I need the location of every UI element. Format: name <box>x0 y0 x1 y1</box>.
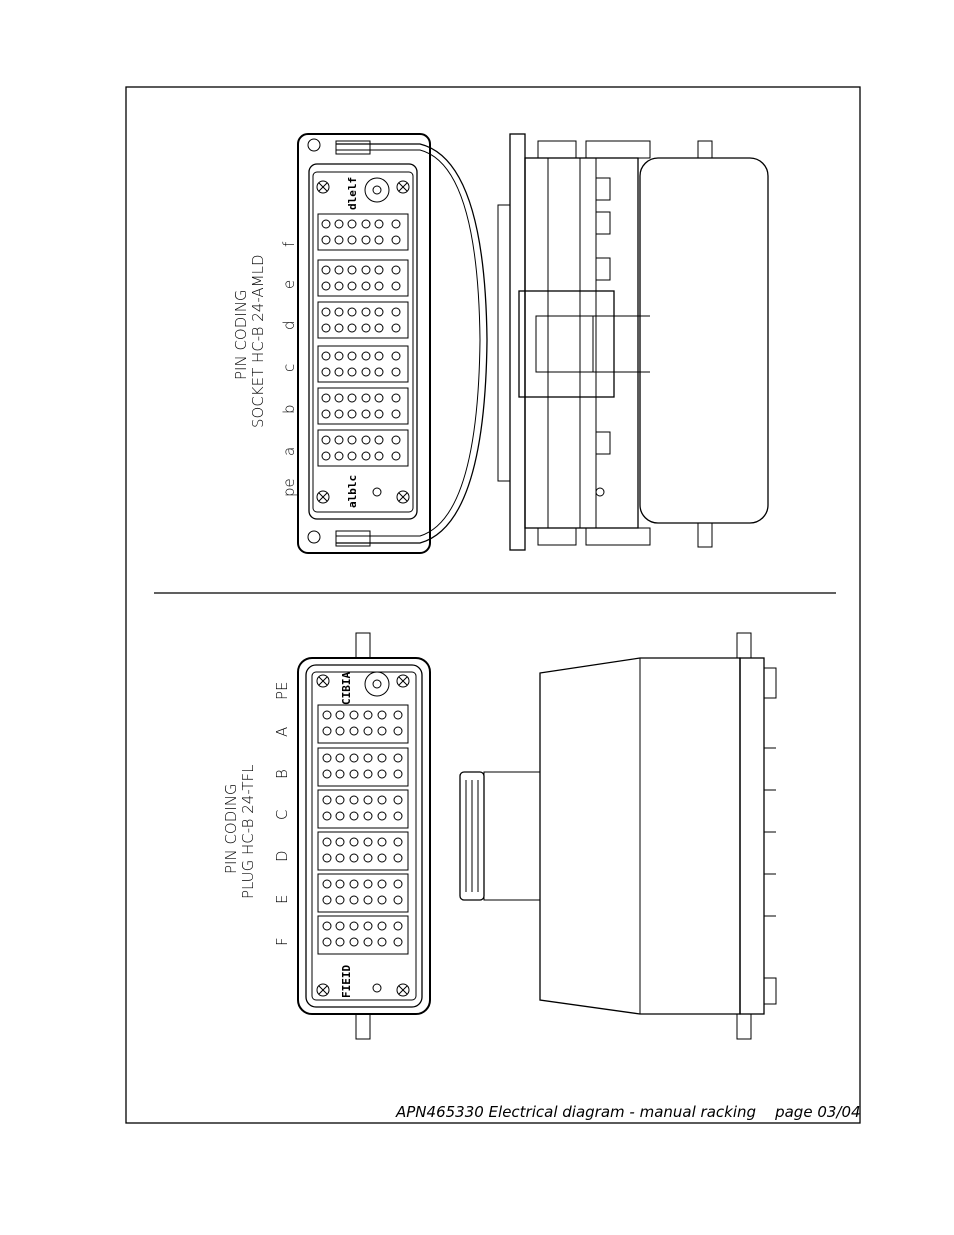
page-frame <box>126 87 860 1123</box>
plug-side-view <box>460 633 776 1039</box>
socket-pin-d: d <box>280 320 298 330</box>
socket-labels: PIN CODING SOCKET HC-B 24-AMLD pe a b c … <box>232 241 298 497</box>
plug-code-bottom: CIBIA <box>340 672 353 705</box>
socket-subtitle: SOCKET HC-B 24-AMLD <box>249 254 267 428</box>
plug-pin-D: D <box>273 850 291 862</box>
plug-pin-E: E <box>273 895 291 904</box>
socket-pin-f: f <box>280 241 298 247</box>
plug-title: PIN CODING <box>222 783 240 874</box>
footer-caption: APN465330 Electrical diagram - manual ra… <box>395 1103 861 1121</box>
plug-code-top: FIEID <box>340 965 353 998</box>
plug-labels: PIN CODING PLUG HC-B 24-TFL F E D C B A … <box>222 681 291 946</box>
socket-title: PIN CODING <box>232 289 250 380</box>
plug-subtitle: PLUG HC-B 24-TFL <box>239 764 257 899</box>
plug-pin-F: F <box>273 937 291 946</box>
socket-code-top: alblc <box>346 475 359 508</box>
socket-side-view <box>498 134 768 550</box>
socket-pin-pe: pe <box>280 478 298 497</box>
socket-pin-c: c <box>280 364 298 372</box>
socket-pin-b: b <box>280 404 298 414</box>
plug-pin-PE: PE <box>273 681 291 700</box>
plug-pin-C: C <box>273 810 291 820</box>
socket-face-view: dlelf alblc <box>298 134 487 553</box>
socket-code-bottom: dlelf <box>346 177 359 210</box>
plug-face-view: CIBIA FIEID <box>298 633 430 1039</box>
socket-pin-a: a <box>280 447 298 456</box>
socket-pin-e: e <box>280 280 298 289</box>
plug-pin-A: A <box>273 727 291 737</box>
plug-pin-B: B <box>273 769 291 779</box>
